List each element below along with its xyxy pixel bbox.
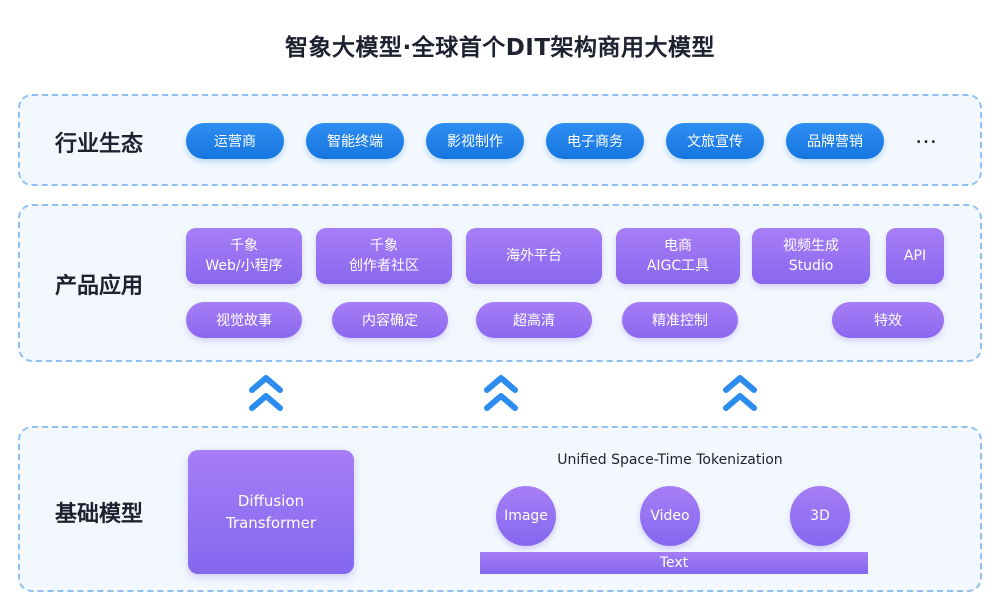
double-chevron-up-icon	[723, 375, 757, 411]
product-line2: Web/小程序	[205, 258, 283, 274]
product-overseas-platform[interactable]: 海外平台	[466, 228, 602, 284]
industry-label: 行业生态	[55, 132, 144, 157]
modality-3d: 3D	[790, 486, 850, 546]
feature-effects[interactable]: 特效	[832, 302, 944, 338]
product-video-studio[interactable]: 视频生成 Studio	[752, 228, 870, 284]
diffusion-line1: Diffusion	[237, 492, 305, 510]
product-qianxiang-community[interactable]: 千象 创作者社区	[316, 228, 452, 284]
feature-precise-control[interactable]: 精准控制	[622, 302, 738, 338]
base-model-panel: 基础模型 Diffusion Transformer Unified Space…	[18, 426, 982, 592]
product-ecommerce-aigc[interactable]: 电商 AIGC工具	[616, 228, 740, 284]
product-line1: API	[903, 248, 927, 264]
product-line1: 海外平台	[506, 248, 562, 264]
products-label: 产品应用	[55, 274, 144, 299]
industry-item-film-production[interactable]: 影视制作	[426, 123, 524, 159]
modality-video: Video	[640, 486, 700, 546]
feature-content-determination[interactable]: 内容确定	[332, 302, 448, 338]
product-line2: Studio	[788, 258, 834, 274]
modality-image: Image	[496, 486, 556, 546]
diffusion-transformer-box: Diffusion Transformer	[188, 450, 354, 574]
industry-item-brand-marketing[interactable]: 品牌营销	[786, 123, 884, 159]
more-ellipsis: …	[915, 124, 940, 149]
product-line1: 电商	[664, 238, 692, 254]
product-line2: AIGC工具	[646, 258, 710, 274]
double-chevron-up-icon	[484, 375, 518, 411]
feature-visual-story[interactable]: 视觉故事	[186, 302, 302, 338]
product-api[interactable]: API	[886, 228, 944, 284]
product-line1: 千象	[230, 238, 258, 254]
page-title: 智象大模型·全球首个DIT架构商用大模型	[284, 35, 716, 61]
diffusion-line2: Transformer	[225, 514, 316, 532]
industry-item-ecommerce[interactable]: 电子商务	[546, 123, 644, 159]
base-model-label: 基础模型	[55, 502, 144, 527]
tokenization-title: Unified Space-Time Tokenization	[557, 452, 783, 468]
feature-ultra-hd[interactable]: 超高清	[476, 302, 592, 338]
product-qianxiang-web[interactable]: 千象 Web/小程序	[186, 228, 302, 284]
industry-item-telecom[interactable]: 运营商	[186, 123, 284, 159]
text-modality-bar: Text	[480, 552, 868, 574]
industry-item-tourism[interactable]: 文旅宣传	[666, 123, 764, 159]
industry-item-smart-devices[interactable]: 智能终端	[306, 123, 404, 159]
product-line1: 视频生成	[783, 238, 839, 254]
product-line1: 千象	[370, 238, 398, 254]
double-chevron-up-icon	[249, 375, 283, 411]
product-line2: 创作者社区	[349, 258, 419, 274]
industry-panel: 行业生态 运营商 智能终端 影视制作 电子商务 文旅宣传 品牌营销 …	[18, 94, 982, 186]
products-panel: 产品应用 千象 Web/小程序 千象 创作者社区 海外平台 电商 AIGC工具 …	[18, 204, 982, 362]
